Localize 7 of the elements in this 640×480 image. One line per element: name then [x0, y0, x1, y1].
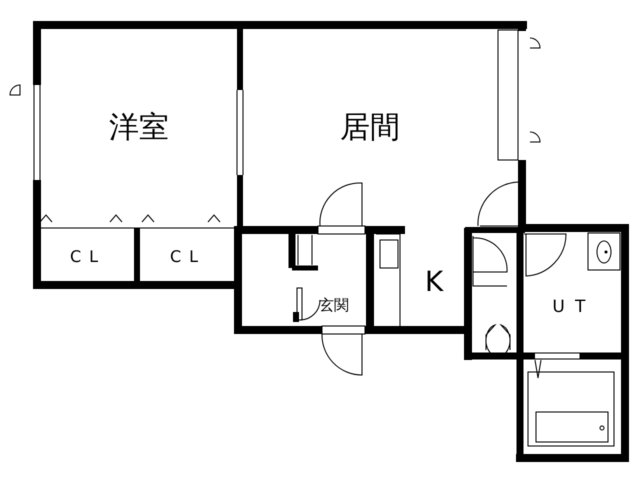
room-label: 洋室: [109, 113, 169, 143]
room-label: K: [424, 268, 444, 296]
room-label: 居間: [340, 113, 400, 143]
room-label: CL: [170, 249, 206, 265]
room-label: 玄関: [319, 298, 349, 312]
room-label: CL: [70, 249, 106, 265]
room-label: UT: [552, 298, 596, 316]
